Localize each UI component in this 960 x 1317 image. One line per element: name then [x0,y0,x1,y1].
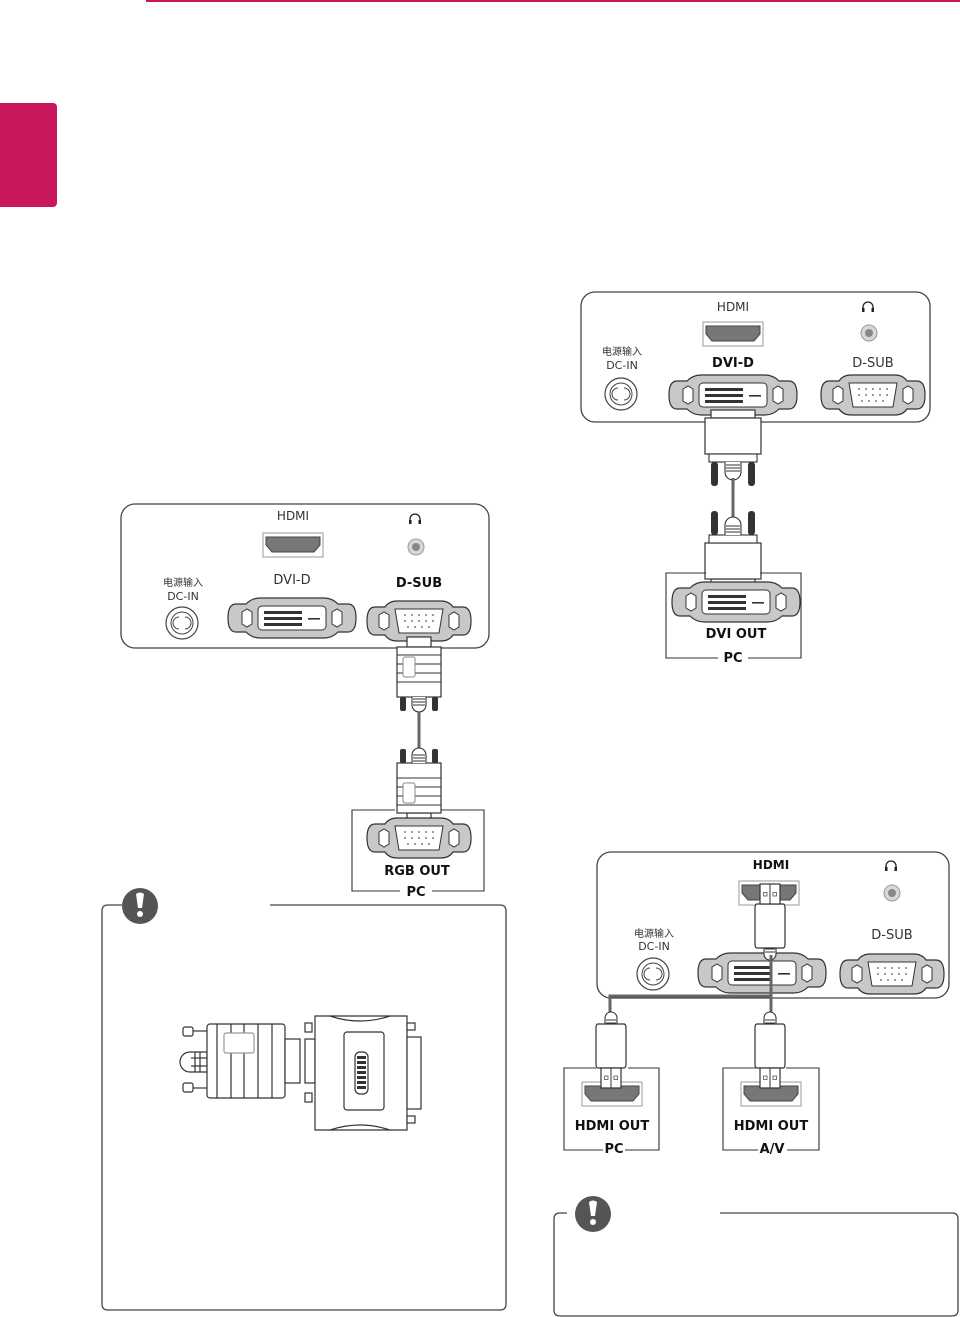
pc-box [665,572,802,659]
pc-label: PC [406,885,425,900]
dc-in-jack [636,957,670,991]
pc-box [351,809,485,892]
vga-plug-pc [396,747,442,824]
pc-label: PC [723,651,742,666]
hdmi-plug-av [754,1011,786,1089]
rgb-out-port [366,817,472,859]
vga-to-dvi-adapter-illustration [179,1015,422,1131]
dvi-connection-diagram: HDMI 电源输入 DC-IN DVI-D D-SUB DVI OUT PC [580,291,931,666]
dc-in-cn-label: 电源输入 [163,576,203,589]
dvi-d-port [227,597,357,639]
d-sub-label: D-SUB [871,928,912,943]
dc-in-label: DC-IN [167,590,199,603]
av-box [722,1067,820,1151]
hdmi-label: HDMI [717,300,749,314]
d-sub-label: D-SUB [396,576,442,591]
headphone-jack [407,538,425,556]
vga-plug-monitor [396,636,442,713]
hdmi-port [702,321,764,347]
dc-in-label: DC-IN [638,940,670,953]
dc-in-cn-label: 电源输入 [634,927,674,940]
dsub-connection-diagram: HDMI 电源输入 DC-IN DVI-D D-SUB RGB OUT PC [120,503,490,900]
pc-hdmi-out-label: HDMI OUT [575,1119,650,1134]
dc-in-jack [604,377,638,411]
av-label: A/V [760,1142,785,1157]
note-box-hdmi [553,1196,959,1317]
pc-label: PC [604,1142,623,1157]
dvi-d-label: DVI-D [273,573,310,588]
rgb-out-label: RGB OUT [384,864,450,879]
note-box-adapter [101,888,507,1311]
hdmi-plug-pc [595,1011,627,1089]
d-sub-port [366,600,472,642]
dvi-plug-pc [704,510,762,588]
headphone-jack [883,884,901,902]
dc-in-jack [165,606,199,640]
dvi-out-port [671,581,801,623]
dvi-d-port [668,374,798,416]
hdmi-plug-monitor [754,883,786,961]
caution-icon [122,888,158,924]
pc-box [563,1067,660,1151]
dvi-out-label: DVI OUT [706,627,767,642]
av-hdmi-out-label: HDMI OUT [734,1119,809,1134]
d-sub-port [820,374,926,416]
hdmi-label: HDMI [277,509,309,523]
chapter-tab [0,103,57,207]
d-sub-port [839,953,945,995]
dc-in-cn-label: 电源输入 [602,345,642,358]
dvi-d-label: DVI-D [712,356,754,371]
hdmi-label: HDMI [753,858,789,872]
hdmi-connection-diagram: HDMI 电源输入 DC-IN D-SUB HDMI OUT PC HDMI O… [563,851,950,1157]
caution-icon [575,1196,611,1232]
hdmi-port [262,532,324,558]
d-sub-label: D-SUB [852,356,893,371]
dc-in-label: DC-IN [606,359,638,372]
hdmi-cable-pc [608,955,773,1022]
dvi-plug-monitor [704,409,762,487]
headphone-jack [860,324,878,342]
dvi-d-port [697,952,827,994]
header-rule [146,0,960,2]
